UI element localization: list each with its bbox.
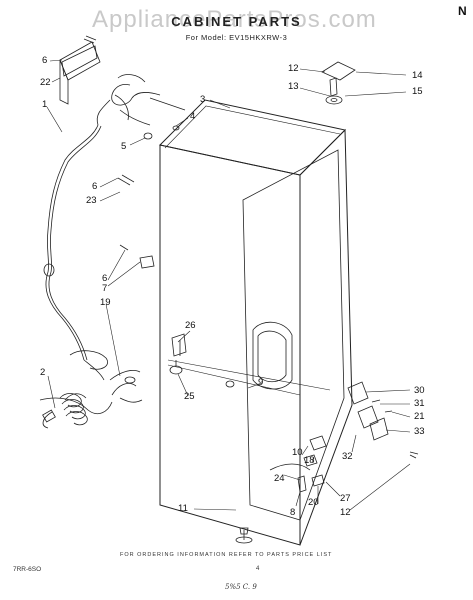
small-hardware <box>117 125 235 388</box>
callout-21: 21 <box>414 411 425 422</box>
wiring-harness <box>43 74 186 361</box>
corner-mark: N <box>458 4 467 18</box>
bottom-hinge-parts <box>347 381 419 459</box>
ordering-info-footer: FOR ORDERING INFORMATION REFER TO PARTS … <box>120 552 333 558</box>
page-number: 4 <box>256 566 260 572</box>
top-hinge-parts <box>321 61 356 105</box>
model-line: For Model: EV15HKXRW-3 <box>185 33 288 42</box>
callout-32: 32 <box>342 451 353 462</box>
leader-lines <box>46 59 411 511</box>
callout-6-top: 6 <box>42 55 48 66</box>
callout-20: 20 <box>308 497 319 508</box>
callout-10: 10 <box>292 447 303 458</box>
watermark: AppliancePartsPros.com <box>92 6 377 33</box>
top-left-bracket <box>59 35 101 105</box>
callout-2: 2 <box>40 367 46 378</box>
callout-23: 23 <box>86 195 97 206</box>
callout-4: 4 <box>190 111 196 122</box>
callout-9: 9 <box>258 377 264 388</box>
callout-24: 24 <box>274 473 285 484</box>
callout-5: 5 <box>121 141 127 152</box>
callout-7: 7 <box>102 283 108 294</box>
callout-18: 18 <box>304 455 315 466</box>
callout-12-top: 12 <box>288 63 299 74</box>
callout-30: 30 <box>414 385 425 396</box>
callout-8: 8 <box>290 507 296 518</box>
callout-13: 13 <box>288 81 299 92</box>
handwritten-note: 5%5 C. 9 <box>225 583 257 591</box>
callout-19: 19 <box>100 297 111 308</box>
callout-6-mid: 6 <box>92 181 98 192</box>
bottom-parts <box>235 435 327 544</box>
callout-11: 11 <box>178 503 188 514</box>
document-id: 7RR-6SO <box>13 566 42 573</box>
power-cord <box>39 350 143 429</box>
callout-14: 14 <box>412 70 423 81</box>
callout-1: 1 <box>42 99 48 110</box>
diagram-title: CABINET PARTS <box>171 14 302 29</box>
callout-15: 15 <box>412 86 423 97</box>
liner-detail <box>252 321 293 390</box>
callout-12-bottom: 12 <box>340 507 351 518</box>
callout-25: 25 <box>184 391 195 402</box>
callout-31: 31 <box>414 398 425 409</box>
callout-33: 33 <box>414 426 425 437</box>
callout-3: 3 <box>200 94 206 105</box>
callout-22: 22 <box>40 77 51 88</box>
callout-6-lower: 6 <box>102 273 108 284</box>
callout-27: 27 <box>340 493 351 504</box>
cabinet-body <box>158 99 353 546</box>
callout-26: 26 <box>185 320 196 331</box>
